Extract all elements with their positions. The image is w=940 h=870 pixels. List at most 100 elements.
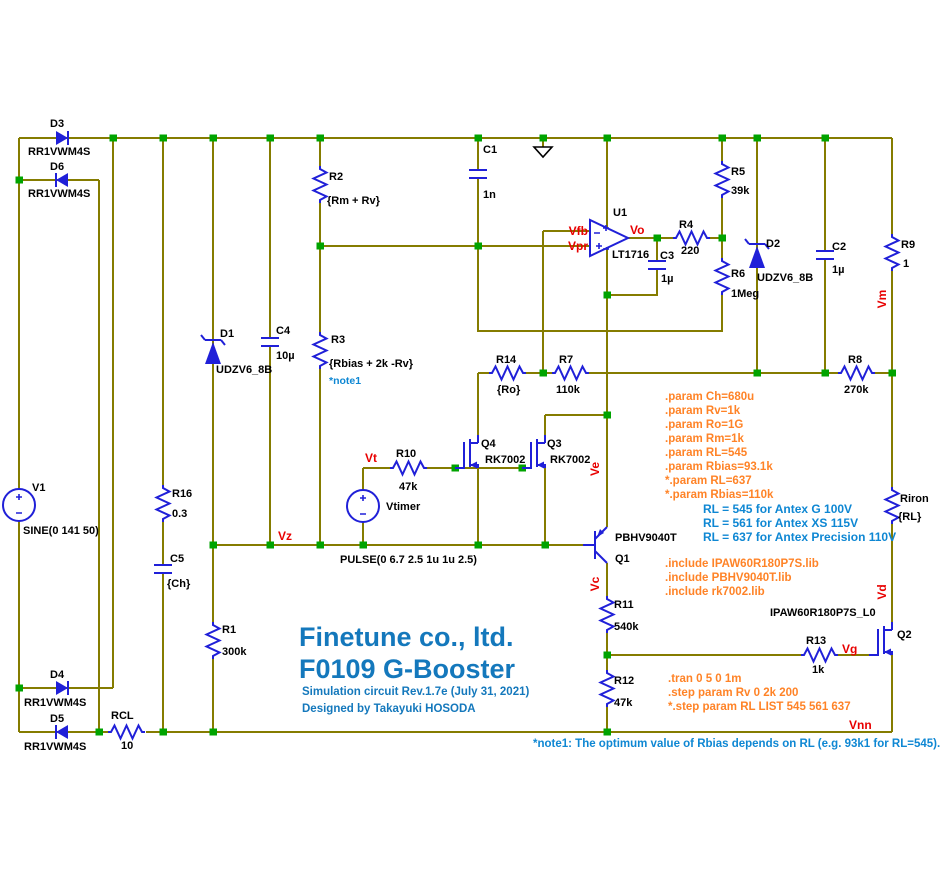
value-r7[interactable]: 110k [556,384,581,396]
resistor-r8[interactable] [837,365,876,381]
label-v1[interactable]: V1 [32,482,45,494]
value-r13[interactable]: 1k [812,664,825,676]
label-q1[interactable]: Q1 [615,553,630,565]
value-vtimer[interactable]: PULSE(0 6.7 2.5 1u 1u 2.5) [340,554,477,566]
label-r9[interactable]: R9 [901,239,915,251]
label-r5[interactable]: R5 [731,166,745,178]
directive-param-rm[interactable]: .param Rm=1k [665,433,745,445]
value-r3[interactable]: {Rbias + 2k -Rv} [329,358,414,370]
resistor-r5[interactable] [714,160,730,199]
value-q4[interactable]: RK7002 [485,454,525,466]
capacitor-c3[interactable] [648,260,666,270]
label-d3[interactable]: D3 [50,118,64,130]
wires[interactable] [18,137,893,733]
resistor-r11[interactable] [599,595,615,634]
net-vg[interactable]: Vg [842,642,857,656]
nmos-q2[interactable] [868,621,893,657]
nmos-q4[interactable] [454,434,479,470]
resistor-r3[interactable] [312,331,328,370]
label-d2[interactable]: D2 [766,238,780,250]
label-q2[interactable]: Q2 [897,629,912,641]
value-rcl[interactable]: 10 [121,740,133,752]
value-u1[interactable]: LT1716 [612,249,649,261]
label-r1[interactable]: R1 [222,624,236,636]
diode-d5[interactable] [55,725,68,739]
label-r6[interactable]: R6 [731,268,745,280]
directive-include-pbhv[interactable]: .include PBHV9040T.lib [665,572,792,584]
directive-param-ro[interactable]: .param Ro=1G [665,419,743,431]
label-d5[interactable]: D5 [50,713,64,725]
net-vnn[interactable]: Vnn [849,718,872,732]
value-c4[interactable]: 10µ [276,350,295,362]
net-vpr[interactable]: Vpr [568,239,588,253]
label-d1[interactable]: D1 [220,328,234,340]
label-r10[interactable]: R10 [396,448,416,460]
label-u1[interactable]: U1 [613,207,627,219]
resistor-r6[interactable] [714,257,730,296]
value-d6[interactable]: RR1VWM4S [28,188,90,200]
value-d2[interactable]: UDZV6_8B [757,272,813,284]
label-r16[interactable]: R16 [172,488,192,500]
capacitor-c1[interactable] [469,169,487,179]
label-r3[interactable]: R3 [331,334,345,346]
diode-d4[interactable] [56,681,69,695]
resistor-r16[interactable] [155,484,171,523]
label-r11[interactable]: R11 [614,599,634,611]
resistor-rcl[interactable] [107,724,146,740]
directive-step-rl[interactable]: *.step param RL LIST 545 561 637 [668,701,851,713]
label-riron[interactable]: Riron [900,493,929,505]
value-q2[interactable]: IPAW60R180P7S_L0 [770,607,876,619]
directive-tran[interactable]: .tran 0 5 0 1m [668,673,742,685]
value-r11[interactable]: 540k [614,621,639,633]
label-r13[interactable]: R13 [806,635,826,647]
net-vfb[interactable]: Vfb [569,224,588,238]
value-d5[interactable]: RR1VWM4S [24,741,86,753]
ground-symbol[interactable] [532,146,554,159]
value-v1[interactable]: SINE(0 141 50) [23,525,99,537]
resistor-r13[interactable] [800,647,839,663]
value-d4[interactable]: RR1VWM4S [24,697,86,709]
pnp-q1[interactable] [583,526,608,564]
label-d4[interactable]: D4 [50,669,65,681]
label-c2[interactable]: C2 [832,241,846,253]
directive-param-rbias2[interactable]: *.param Rbias=110k [665,489,774,501]
zener-d1[interactable] [200,334,226,364]
voltage-source-v1[interactable] [2,488,36,522]
resistor-riron[interactable] [884,486,900,525]
net-vd[interactable]: Vd [875,584,889,599]
capacitor-c2[interactable] [816,250,834,260]
value-r5[interactable]: 39k [731,185,750,197]
value-c1[interactable]: 1n [483,189,496,201]
resistor-r12[interactable] [599,669,615,708]
label-r4[interactable]: R4 [679,219,694,231]
label-r14[interactable]: R14 [496,354,517,366]
resistor-r1[interactable] [205,621,221,660]
value-r6[interactable]: 1Meg [731,288,759,300]
label-q4[interactable]: Q4 [481,438,497,450]
value-c5[interactable]: {Ch} [167,578,191,590]
value-r14[interactable]: {Ro} [497,384,521,396]
label-rcl[interactable]: RCL [111,710,134,722]
value-r1[interactable]: 300k [222,646,247,658]
directive-include-ipaw[interactable]: .include IPAW60R180P7S.lib [665,558,819,570]
value-d3[interactable]: RR1VWM4S [28,146,90,158]
label-c1[interactable]: C1 [483,144,497,156]
net-vc[interactable]: Vc [588,576,602,591]
label-r7[interactable]: R7 [559,354,573,366]
value-q3[interactable]: RK7002 [550,454,590,466]
value-d1[interactable]: UDZV6_8B [216,364,272,376]
value-c3[interactable]: 1µ [661,273,673,285]
value-r2[interactable]: {Rm + Rv} [327,195,381,207]
label-q3[interactable]: Q3 [547,438,562,450]
comparator-u1[interactable] [589,218,631,258]
value-r4[interactable]: 220 [681,245,699,257]
directive-include-rk7002[interactable]: .include rk7002.lib [665,586,765,598]
directive-param-rl[interactable]: .param RL=545 [665,447,748,459]
zener-d2[interactable] [744,238,770,268]
label-c3[interactable]: C3 [660,250,674,262]
net-vm[interactable]: Vm [875,290,889,309]
net-vt[interactable]: Vt [365,451,377,465]
value-r9[interactable]: 1 [903,258,909,270]
label-c5[interactable]: C5 [170,553,184,565]
value-r10[interactable]: 47k [399,481,418,493]
